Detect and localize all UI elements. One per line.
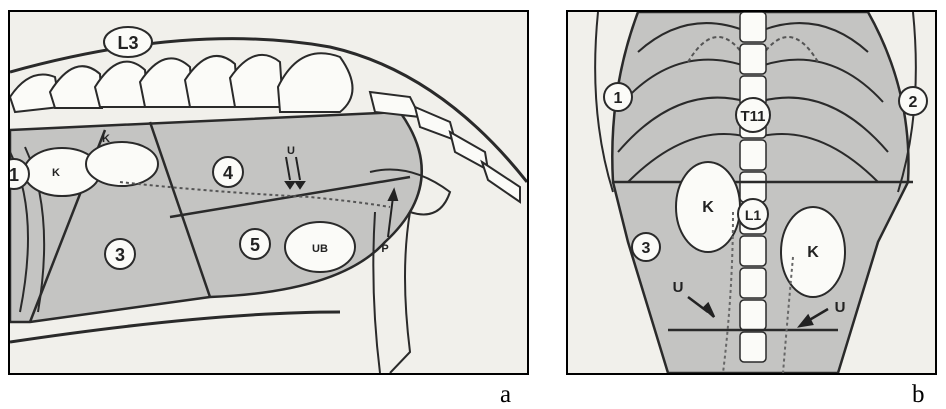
region-badge-3: 3 xyxy=(632,233,660,261)
svg-text:L1: L1 xyxy=(745,207,762,223)
ureter-right-label: U xyxy=(835,299,846,316)
svg-text:1: 1 xyxy=(614,90,623,107)
prostate-label: P xyxy=(381,243,388,255)
lateral-diagram: L3 1 3 4 5 K K U UB P xyxy=(10,12,527,373)
kidney-left-label: K xyxy=(52,167,60,179)
kidney-left-label: K xyxy=(702,199,714,216)
panel-b-ventrodorsal-view: T11 L1 1 2 3 K K U U xyxy=(566,10,937,375)
region-badge-1: 1 xyxy=(604,83,632,111)
kidney-right-label: K xyxy=(807,244,819,261)
svg-text:3: 3 xyxy=(642,240,651,257)
region-badge-4: 4 xyxy=(213,157,243,187)
vertebra-badge-l3: L3 xyxy=(104,27,152,57)
panel-a-lateral-view: L3 1 3 4 5 K K U UB P xyxy=(8,10,529,375)
svg-text:5: 5 xyxy=(250,235,260,255)
bladder-label: UB xyxy=(312,243,328,255)
kidney-right-label: K xyxy=(102,133,110,145)
ureter-label: U xyxy=(287,145,295,157)
region-badge-3: 3 xyxy=(105,239,135,269)
region-badge-5: 5 xyxy=(240,229,270,259)
svg-text:T11: T11 xyxy=(740,108,765,125)
svg-text:4: 4 xyxy=(223,163,233,183)
ventrodorsal-diagram: T11 L1 1 2 3 K K U U xyxy=(568,12,935,373)
vertebra-badge-l1: L1 xyxy=(738,199,768,229)
region-badge-2: 2 xyxy=(899,87,927,115)
svg-text:L3: L3 xyxy=(117,33,138,53)
vertebra-badge-t11: T11 xyxy=(736,98,770,132)
ureter-left-label: U xyxy=(673,279,684,296)
spine xyxy=(740,12,766,362)
caption-a: a xyxy=(500,381,511,409)
svg-text:2: 2 xyxy=(909,94,918,111)
svg-text:3: 3 xyxy=(115,245,125,265)
caption-b: b xyxy=(912,381,925,409)
svg-text:1: 1 xyxy=(10,165,19,185)
kidney-right xyxy=(86,142,158,186)
